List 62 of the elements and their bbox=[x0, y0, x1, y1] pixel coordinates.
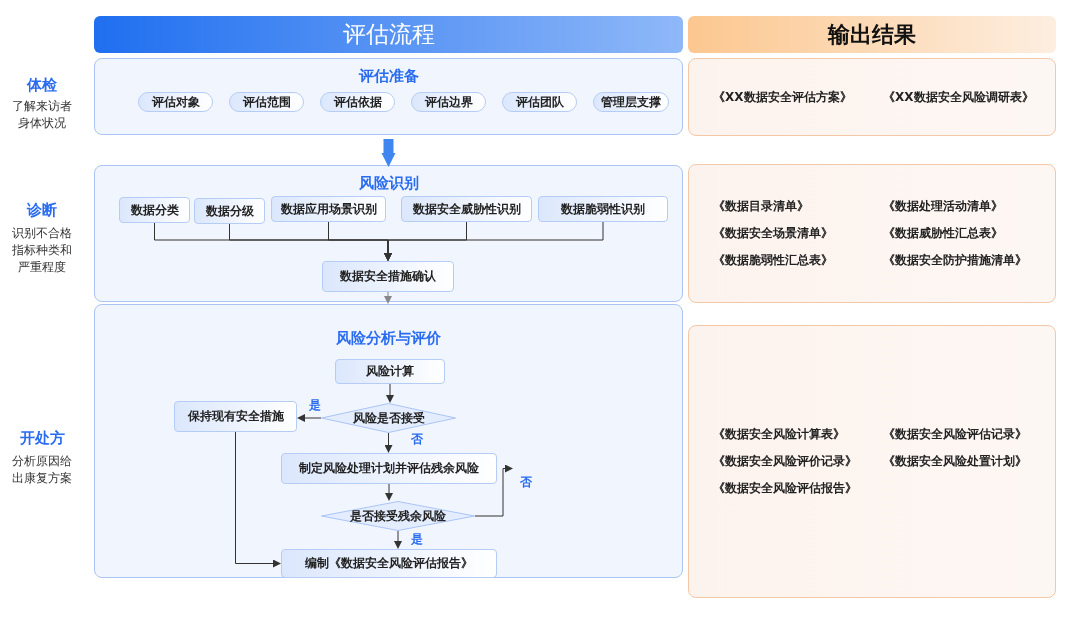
stage-title: 诊断 bbox=[25, 201, 58, 220]
document-title: 《数据脆弱性汇总表》 bbox=[713, 252, 834, 269]
document-title: 《数据安全风险评估报告》 bbox=[713, 480, 858, 497]
edge-label: 是 bbox=[410, 531, 424, 548]
connector-arrow bbox=[474, 464, 513, 517]
step-pill: 评估范围 bbox=[229, 92, 304, 112]
connector-arrow bbox=[297, 414, 322, 422]
step-pill: 评估依据 bbox=[320, 92, 395, 112]
stage-description: 识别不合格指标种类和严重程度 bbox=[11, 225, 73, 276]
header-band: 评估流程 bbox=[94, 16, 683, 53]
process-box: 编制《数据安全风险评估报告》 bbox=[281, 549, 497, 578]
document-title: 《数据安全风险评价记录》 bbox=[713, 453, 858, 470]
stage-title: 体检 bbox=[25, 76, 58, 95]
document-title: 《XX数据安全评估方案》 bbox=[713, 88, 853, 106]
section-panel bbox=[94, 165, 683, 302]
decision-text: 是否接受残余风险 bbox=[350, 507, 446, 525]
section-heading: 评估准备 bbox=[357, 67, 420, 86]
document-title: 《数据安全风险处置计划》 bbox=[883, 453, 1028, 470]
stage-description: 了解来访者身体状况 bbox=[11, 98, 73, 132]
step-pill: 管理层支撑 bbox=[593, 92, 669, 112]
process-box: 数据安全措施确认 bbox=[322, 261, 454, 292]
output-panel bbox=[688, 58, 1056, 136]
document-title: 《数据威胁性汇总表》 bbox=[883, 225, 1004, 242]
output-panel bbox=[688, 164, 1056, 303]
connector-arrow bbox=[385, 483, 393, 501]
process-box: 制定风险处理计划并评估残余风险 bbox=[281, 453, 497, 484]
process-box: 数据应用场景识别 bbox=[271, 196, 386, 222]
section-heading: 风险分析与评价 bbox=[335, 329, 442, 348]
decision-text: 风险是否接受 bbox=[352, 409, 425, 427]
connector-arrow bbox=[235, 431, 281, 568]
process-box: 数据安全威胁性识别 bbox=[401, 196, 532, 222]
connector-arrow bbox=[386, 383, 394, 403]
document-title: 《XX数据安全风险调研表》 bbox=[883, 88, 1035, 106]
connector-arrow bbox=[384, 291, 392, 304]
section-heading: 风险识别 bbox=[357, 174, 420, 193]
block-arrow bbox=[381, 139, 396, 167]
process-box: 风险计算 bbox=[335, 359, 445, 384]
connector-arrow bbox=[384, 221, 604, 261]
document-title: 《数据安全防护措施清单》 bbox=[883, 252, 1028, 269]
edge-label: 否 bbox=[410, 431, 424, 448]
process-box: 数据分类 bbox=[119, 197, 190, 223]
process-box: 数据脆弱性识别 bbox=[538, 196, 668, 222]
document-title: 《数据安全风险评估记录》 bbox=[883, 426, 1028, 443]
section-panel bbox=[94, 304, 683, 578]
process-box: 保持现有安全措施 bbox=[174, 401, 297, 432]
document-title: 《数据目录清单》 bbox=[713, 198, 810, 215]
header-band: 输出结果 bbox=[688, 16, 1056, 53]
step-pill: 评估团队 bbox=[502, 92, 577, 112]
step-pill: 评估对象 bbox=[138, 92, 213, 112]
connector-arrow bbox=[394, 530, 402, 549]
document-title: 《数据处理活动清单》 bbox=[883, 198, 1004, 215]
process-box: 数据分级 bbox=[194, 198, 265, 224]
connector-arrow bbox=[384, 432, 393, 453]
step-pill: 评估边界 bbox=[411, 92, 486, 112]
stage-description: 分析原因给出康复方案 bbox=[11, 453, 73, 487]
output-panel bbox=[688, 325, 1056, 598]
section-panel bbox=[94, 58, 683, 135]
stage-title: 开处方 bbox=[18, 429, 66, 448]
document-title: 《数据安全场景清单》 bbox=[713, 225, 834, 242]
edge-label: 是 bbox=[308, 397, 322, 414]
edge-label: 否 bbox=[519, 474, 533, 491]
document-title: 《数据安全风险计算表》 bbox=[713, 426, 846, 443]
